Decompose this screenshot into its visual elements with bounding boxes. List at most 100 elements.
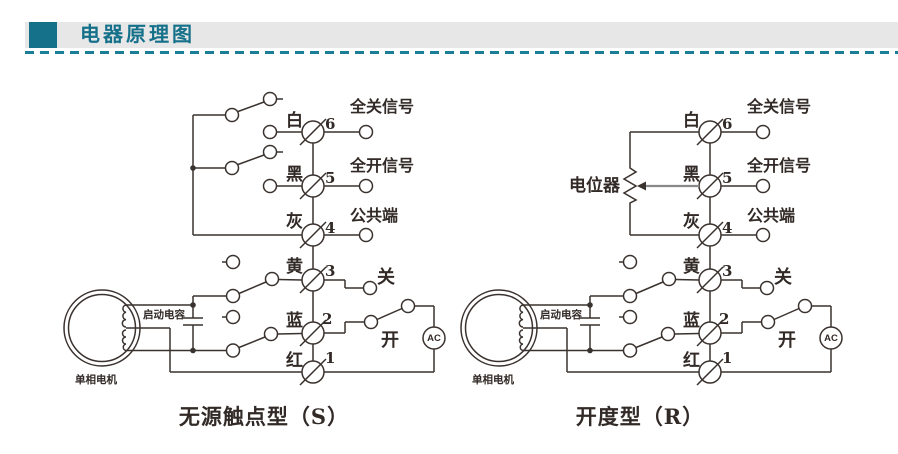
- open-label: 开: [778, 330, 796, 350]
- single-phase-motor-label: 单相电机: [75, 373, 117, 386]
- fully-closed-signal-label: 全关信号: [349, 97, 414, 116]
- terminal-number-6: 6: [325, 115, 335, 133]
- header-band: [25, 22, 898, 48]
- fully-closed-signal-label: 全关信号: [746, 97, 811, 116]
- terminal-slash: [299, 118, 327, 146]
- contact-circle: [660, 326, 676, 342]
- wire-color-yellow-label: 黄: [683, 256, 700, 276]
- wire: [237, 154, 265, 166]
- wire-color-blue-label: 蓝: [286, 311, 303, 330]
- right-diagram-labels: 白 黑 灰 黄 蓝 红 6 5 4 3 2 1 全关信号 全开信号 公共端 关 …: [472, 97, 838, 429]
- terminal-slash: [696, 266, 724, 294]
- close-label: 关: [774, 266, 792, 287]
- wire-color-blue-label: 蓝: [683, 311, 700, 330]
- terminal-number-2: 2: [719, 310, 729, 328]
- contact-circle: [358, 124, 374, 140]
- wire-color-red-label: 红: [683, 350, 700, 370]
- terminal-number-5: 5: [325, 169, 335, 187]
- ac-source-label: AC: [824, 333, 838, 344]
- ac-source-label: AC: [427, 333, 441, 344]
- terminal-slash: [696, 172, 724, 200]
- wire: [278, 278, 303, 281]
- start-capacitor-label: 启动电容: [540, 308, 582, 321]
- wire: [773, 307, 800, 321]
- header-square-icon: [29, 22, 57, 48]
- junction-dot: [190, 302, 196, 308]
- motor-winding: [518, 329, 524, 352]
- contact-circle: [760, 314, 776, 330]
- terminal-number-6: 6: [722, 115, 732, 133]
- header-dashed-divider: [25, 51, 898, 54]
- wire-color-gray-label: 灰: [683, 211, 700, 231]
- wire: [376, 307, 403, 321]
- contact-circle: [755, 124, 771, 140]
- fully-open-signal-label: 全开信号: [349, 156, 414, 175]
- close-label: 关: [377, 266, 395, 287]
- terminal-slash: [299, 358, 327, 386]
- terminal-slash: [299, 319, 327, 347]
- wire: [238, 281, 267, 295]
- terminal-slash: [696, 118, 724, 146]
- wire-color-black-label: 黑: [683, 165, 700, 184]
- wire: [674, 332, 700, 335]
- common-terminal-label: 公共端: [350, 206, 398, 225]
- terminal-number-1: 1: [722, 349, 732, 367]
- terminal-number-3: 3: [325, 262, 335, 280]
- wire-color-black-label: 黑: [286, 165, 303, 184]
- wire: [635, 336, 663, 349]
- terminal-slash: [299, 266, 327, 294]
- wire-color-red-label: 红: [286, 350, 303, 370]
- contact-circle: [225, 343, 241, 358]
- contact-circle: [797, 298, 813, 314]
- contact-circle: [263, 326, 279, 342]
- limit-switch-contact: [224, 160, 240, 176]
- contact-circle: [225, 254, 241, 270]
- terminal-slash: [696, 358, 724, 386]
- potentiometer-label: 电位器: [569, 175, 621, 195]
- terminal-slash: [696, 319, 724, 347]
- motor-winding: [518, 304, 524, 328]
- contact-circle: [622, 288, 638, 304]
- contact-circle: [755, 227, 771, 243]
- junction-dot: [190, 165, 196, 171]
- terminal-slash: [299, 221, 327, 249]
- terminal-number-3: 3: [722, 262, 732, 280]
- wire: [675, 278, 700, 281]
- page-title: 电器原理图: [80, 24, 195, 46]
- passive-contact-type-caption: 无源触点型（S）: [179, 404, 349, 429]
- contact-circle: [622, 343, 638, 358]
- common-terminal-label: 公共端: [747, 206, 795, 225]
- ac-source-icon: [819, 326, 843, 350]
- contact-circle: [363, 314, 379, 330]
- motor-winding: [121, 304, 127, 328]
- wire-color-yellow-label: 黄: [286, 256, 303, 276]
- contact-circle: [400, 298, 416, 314]
- wire-color-white-label: 白: [683, 110, 700, 130]
- position-type-caption: 开度型（R）: [576, 404, 704, 429]
- limit-switch-contact: [262, 178, 278, 194]
- terminal-number-5: 5: [722, 169, 732, 187]
- motor-winding: [121, 329, 127, 352]
- contact-circle: [225, 288, 241, 304]
- wire: [237, 101, 265, 113]
- wiper-arrow-icon: [637, 181, 646, 191]
- fully-open-signal-label: 全开信号: [746, 156, 811, 175]
- motor-icon: [464, 293, 534, 363]
- potentiometer-icon: [622, 132, 638, 235]
- wire: [238, 336, 266, 349]
- motor-icon: [67, 293, 137, 363]
- contact-circle: [661, 271, 677, 287]
- motor-icon: [460, 289, 538, 367]
- limit-switch-contact: [262, 91, 278, 107]
- open-label: 开: [381, 330, 399, 350]
- contact-circle: [362, 280, 378, 296]
- limit-switch-contact: [262, 144, 278, 160]
- ac-source-icon: [422, 326, 446, 350]
- wire: [635, 281, 664, 295]
- terminal-number-4: 4: [722, 219, 732, 237]
- junction-dot: [587, 347, 593, 354]
- contact-circle: [622, 309, 638, 325]
- limit-switch-contact: [224, 107, 240, 123]
